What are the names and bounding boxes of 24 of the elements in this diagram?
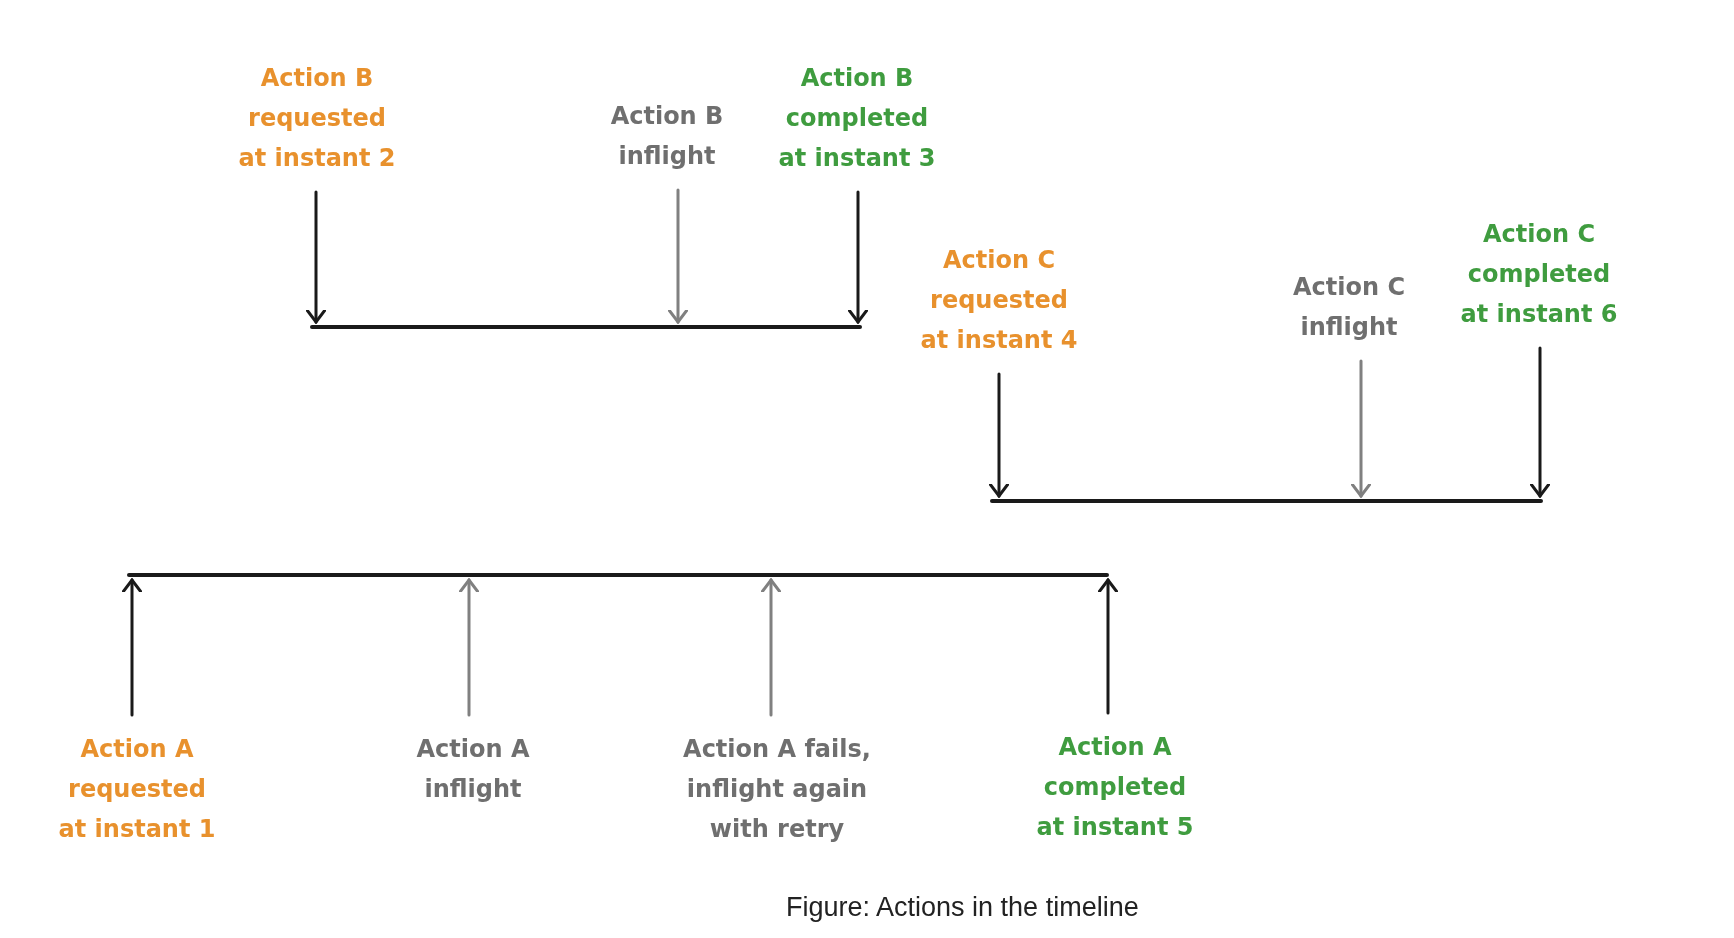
arrow	[847, 190, 869, 324]
event-label: Action C inflight	[1279, 267, 1419, 347]
figure-caption: Figure: Actions in the timeline	[786, 892, 1139, 923]
arrow	[1529, 346, 1551, 498]
event-label: Action A inflight	[403, 729, 543, 809]
event-label: Action A requested at instant 1	[53, 729, 221, 849]
event-label: Action C completed at instant 6	[1455, 214, 1623, 334]
timeline-bar	[127, 573, 1109, 577]
arrow	[667, 188, 689, 324]
arrow	[1097, 578, 1119, 715]
arrow	[458, 578, 480, 717]
event-label: Action A completed at instant 5	[1031, 727, 1199, 847]
arrow	[305, 190, 327, 324]
timeline-bar	[310, 325, 862, 329]
arrow	[760, 578, 782, 717]
arrow	[1350, 359, 1372, 498]
event-label: Action B requested at instant 2	[233, 58, 401, 178]
event-label: Action B completed at instant 3	[773, 58, 941, 178]
event-label: Action A fails, inflight again with retry	[662, 729, 892, 849]
arrow	[121, 578, 143, 717]
event-label: Action B inflight	[597, 96, 737, 176]
event-label: Action C requested at instant 4	[915, 240, 1083, 360]
timeline-bar	[990, 499, 1543, 503]
arrow	[988, 372, 1010, 498]
